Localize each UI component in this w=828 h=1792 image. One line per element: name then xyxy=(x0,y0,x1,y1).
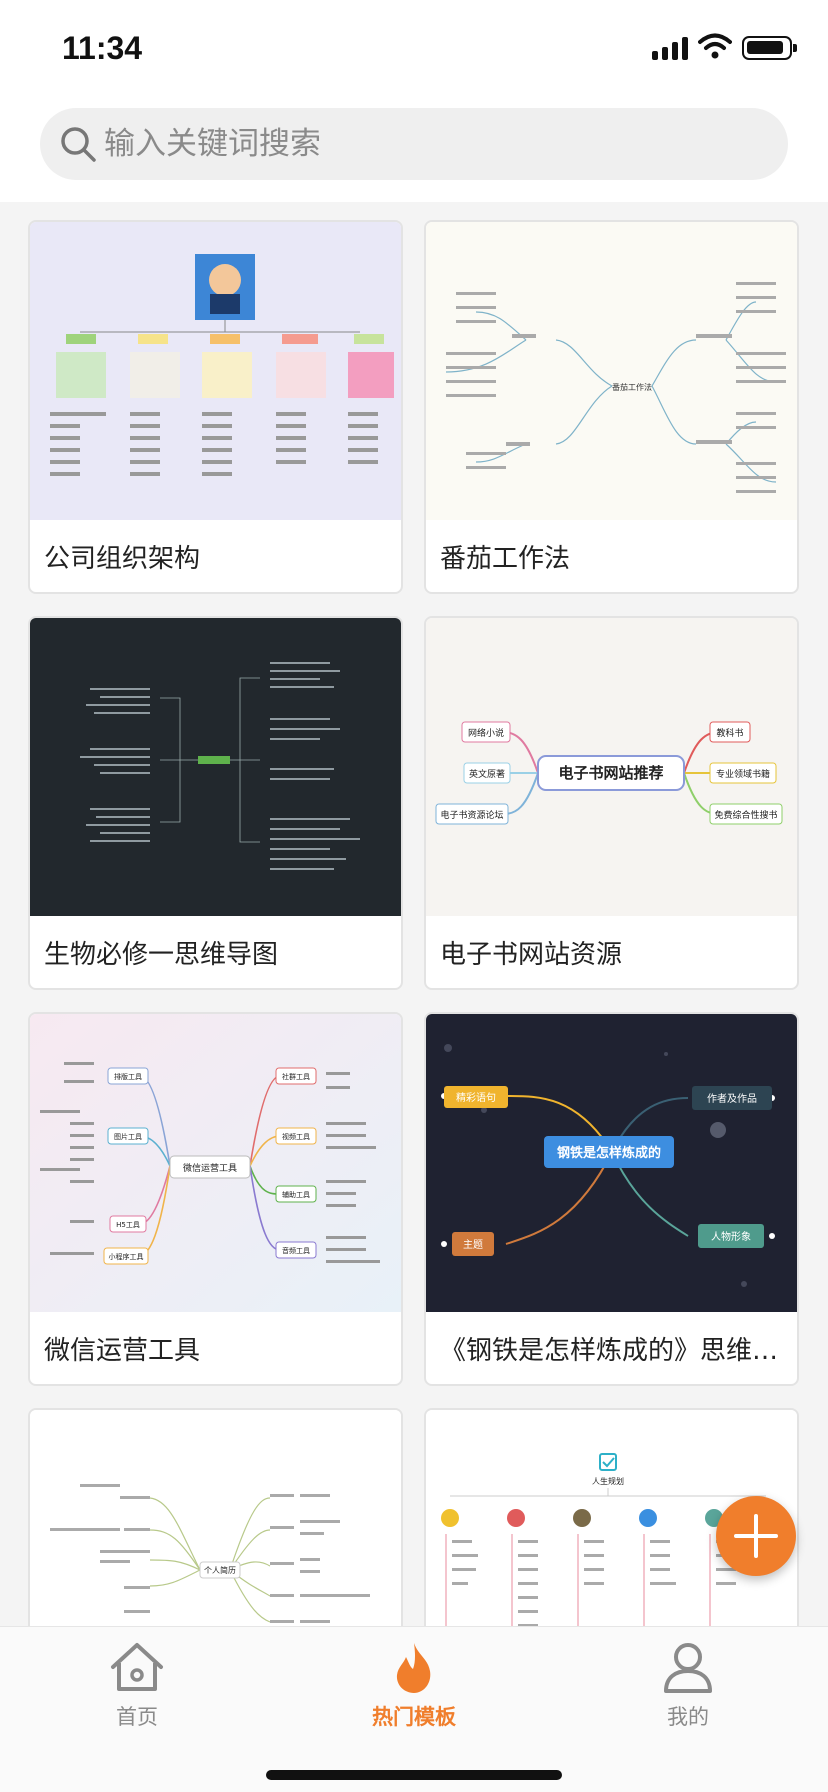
template-thumbnail xyxy=(30,618,401,916)
wechat-center-label: 微信运营工具 xyxy=(183,1162,237,1174)
tab-label: 我的 xyxy=(667,1705,709,1729)
steel-node: 人物形象 xyxy=(711,1230,751,1243)
wifi-icon xyxy=(698,33,732,59)
tab-label: 热门模板 xyxy=(372,1705,456,1729)
template-title: 电子书网站资源 xyxy=(440,940,623,970)
wechat-right-node: 音频工具 xyxy=(282,1246,310,1255)
template-thumbnail xyxy=(30,222,401,520)
template-card[interactable]: 人生规划 xyxy=(424,1408,799,1626)
tab-home[interactable]: 首页 xyxy=(57,1639,217,1749)
template-thumbnail: 番茄工作法 xyxy=(426,222,797,520)
wechat-left-node: H5工具 xyxy=(116,1221,140,1229)
ebook-left-node: 网络小说 xyxy=(468,727,504,739)
template-card[interactable]: 番茄工作法 xyxy=(424,220,799,594)
template-card[interactable]: 钢铁是怎样炼成的 精彩语句 作者及作品 主题 人物形象 《钢铁是怎样炼成的》思维… xyxy=(424,1012,799,1386)
tab-mine[interactable]: 我的 xyxy=(608,1639,768,1749)
template-thumbnail: 个人简历 xyxy=(30,1410,401,1626)
wechat-left-node: 小程序工具 xyxy=(109,1252,144,1261)
add-button[interactable] xyxy=(716,1496,796,1576)
template-title: 生物必修一思维导图 xyxy=(44,940,279,970)
template-card[interactable]: 生物必修一思维导图 xyxy=(28,616,403,990)
status-bar: 11:34 xyxy=(0,0,828,100)
template-card[interactable]: 公司组织架构 xyxy=(28,220,403,594)
wechat-right-node: 视频工具 xyxy=(282,1132,310,1141)
template-grid: 公司组织架构 番茄工作法 xyxy=(0,202,828,1626)
template-title: 公司组织架构 xyxy=(44,544,201,574)
search-input[interactable] xyxy=(104,108,764,180)
wechat-left-node: 图片工具 xyxy=(114,1132,142,1141)
ebook-right-node: 专业领域书籍 xyxy=(716,768,770,780)
wechat-left-node: 排版工具 xyxy=(114,1072,142,1081)
ebook-right-node: 教科书 xyxy=(716,727,743,739)
ebook-center-label: 电子书网站推荐 xyxy=(558,764,663,782)
steel-center-label: 钢铁是怎样炼成的 xyxy=(557,1145,661,1161)
wechat-right-node: 辅助工具 xyxy=(282,1190,310,1199)
ebook-left-node: 电子书资源论坛 xyxy=(440,809,503,821)
mindmap-center-label: 番茄工作法 xyxy=(612,382,652,392)
clock: 11:34 xyxy=(62,30,143,66)
search-icon xyxy=(61,127,96,162)
ebook-right-node: 免费综合性搜书 xyxy=(714,809,777,821)
template-thumbnail: 微信运营工具 排版工具 图片工具 H5工具 小程序工具 社群工具 视频工具 辅助… xyxy=(30,1014,401,1312)
user-icon xyxy=(664,1643,712,1693)
template-title: 微信运营工具 xyxy=(44,1336,201,1366)
template-card[interactable]: 个人简历 xyxy=(28,1408,403,1626)
steel-node: 主题 xyxy=(463,1239,483,1251)
life-center-label: 人生规划 xyxy=(592,1476,624,1486)
battery-icon xyxy=(742,36,797,60)
steel-node: 作者及作品 xyxy=(707,1093,757,1105)
resume-center-label: 个人简历 xyxy=(204,1565,236,1575)
tab-bar: 首页 热门模板 我的 xyxy=(0,1626,828,1792)
home-indicator xyxy=(266,1770,562,1780)
flame-icon xyxy=(396,1643,431,1693)
ebook-left-node: 英文原著 xyxy=(469,768,505,780)
search-area xyxy=(0,100,828,202)
template-title: 《钢铁是怎样炼成的》思维导图 xyxy=(440,1336,785,1366)
search-bar[interactable] xyxy=(40,108,788,180)
cellular-signal-icon xyxy=(652,36,688,60)
home-icon xyxy=(111,1643,163,1691)
steel-node: 精彩语句 xyxy=(456,1091,496,1104)
template-thumbnail: 电子书网站推荐 网络小说 英文原著 电子书资源论坛 教科书 专业领域书籍 免费综… xyxy=(426,618,797,916)
template-card[interactable]: 电子书网站推荐 网络小说 英文原著 电子书资源论坛 教科书 专业领域书籍 免费综… xyxy=(424,616,799,990)
template-card[interactable]: 微信运营工具 排版工具 图片工具 H5工具 小程序工具 社群工具 视频工具 辅助… xyxy=(28,1012,403,1386)
tab-hot-templates[interactable]: 热门模板 xyxy=(334,1639,494,1749)
tab-label: 首页 xyxy=(116,1705,158,1729)
wechat-right-node: 社群工具 xyxy=(282,1072,310,1081)
template-title: 番茄工作法 xyxy=(440,544,571,574)
template-thumbnail: 钢铁是怎样炼成的 精彩语句 作者及作品 主题 人物形象 xyxy=(426,1014,797,1312)
